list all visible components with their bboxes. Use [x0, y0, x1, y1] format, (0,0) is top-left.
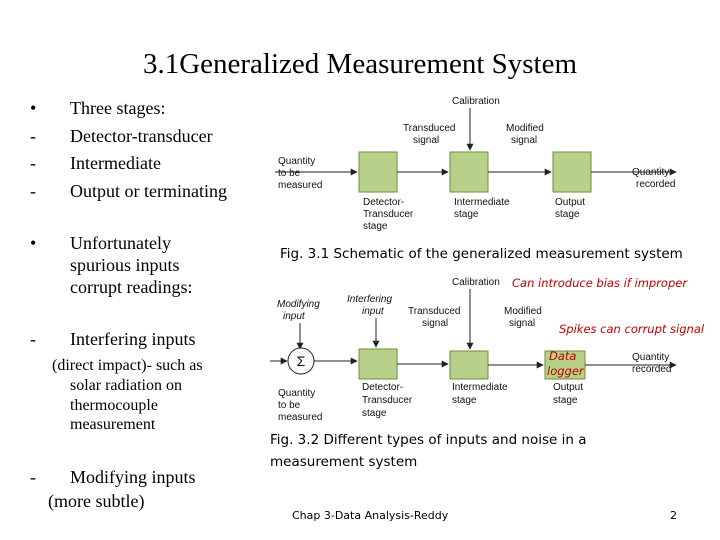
fig2-modified-label-1: Modified: [504, 306, 542, 317]
fig2-logger-annotation-1: Data: [549, 349, 576, 363]
fig1-detector-label-1: Detector-: [363, 197, 404, 208]
fig1-intermediate-label-2: stage: [454, 209, 479, 220]
figure-3-2: Calibration Can introduce bias if improp…: [270, 276, 705, 423]
fig1-modified-label-2: signal: [511, 135, 537, 146]
fig1-detector-box: [358, 151, 398, 193]
bullet-text: spurious inputs: [70, 255, 180, 275]
fig1-caption: Fig. 3.1 Schematic of the generalized me…: [280, 246, 683, 262]
bullet-text: Modifying inputs: [70, 467, 196, 487]
fig2-quantity-in-1: Quantity: [278, 388, 315, 399]
fig1-output-label-1: Output: [555, 197, 585, 208]
fig2-modified-label-2: signal: [509, 318, 535, 329]
fig2-detector-label-1: Detector-: [362, 382, 403, 393]
fig2-output-box: [544, 350, 586, 380]
bullet-marker: •: [30, 233, 37, 253]
modifying-detail: (more subtle): [48, 490, 144, 512]
bullet-marker: -: [30, 329, 36, 349]
fig1-intermediate-box: [449, 151, 489, 193]
bullet-text: Detector-transducer: [70, 126, 213, 146]
fig2-detector-label-3: stage: [362, 408, 387, 419]
fig2-interfering-label-2: input: [362, 306, 385, 317]
bullet-text: Interfering inputs: [70, 329, 196, 349]
fig1-output-label-2: stage: [555, 209, 580, 220]
fig2-detector-label-2: Transducer: [362, 395, 413, 406]
fig1-transduced-label-1: Transduced: [403, 123, 455, 134]
fig2-intermediate-box: [449, 350, 489, 380]
fig2-modifying-label-2: input: [283, 311, 306, 322]
fig2-interfering-label-1: Interfering: [347, 294, 392, 305]
fig2-caption-2: measurement system: [270, 454, 418, 470]
fig2-output-label-1: Output: [553, 382, 583, 393]
fig2-calibration-label: Calibration: [452, 277, 500, 288]
fig2-intermediate-label-1: Intermediate: [452, 382, 508, 393]
fig1-quantity-in-1: Quantity: [278, 156, 315, 167]
interfering-detail-1: (direct impact)- such as: [52, 357, 203, 374]
fig1-transduced-label-2: signal: [413, 135, 439, 146]
bullet-marker: -: [30, 153, 36, 173]
bullet-text: Unfortunately: [70, 233, 171, 253]
fig2-modifying-label-1: Modifying: [277, 299, 320, 310]
fig1-detector-label-2: Transducer: [363, 209, 414, 220]
fig2-quantity-in-2: to be: [278, 400, 301, 411]
interfering-detail-4: measurement: [70, 416, 156, 433]
fig1-quantity-in-2: to be: [278, 168, 301, 179]
fig2-logger-annotation-2: logger: [547, 364, 585, 378]
fig1-quantity-out-2: recorded: [636, 179, 675, 190]
fig2-quantity-out-1: Quantity: [632, 352, 669, 363]
bullet-marker: •: [30, 98, 37, 118]
fig2-bias-annotation: Can introduce bias if improper: [512, 276, 688, 290]
bullet-text: Three stages:: [70, 98, 166, 118]
fig2-detector-box: [358, 348, 398, 380]
fig1-intermediate-label-1: Intermediate: [454, 197, 510, 208]
fig2-spikes-annotation: Spikes can corrupt signal: [559, 322, 705, 336]
bullet-text: corrupt readings:: [70, 277, 193, 297]
fig1-output-box: [552, 151, 592, 193]
fig2-sigma-symbol: Σ: [297, 353, 306, 369]
fig1-quantity-out-1: Quantity: [632, 167, 669, 178]
interfering-detail-3: thermocouple: [70, 397, 158, 414]
bullet-text: Output or terminating: [70, 181, 227, 201]
fig1-quantity-in-3: measured: [278, 180, 322, 191]
bullet-marker: -: [30, 126, 36, 146]
footer-source: Chap 3-Data Analysis-Reddy: [292, 509, 449, 522]
bullet-marker: -: [30, 467, 36, 487]
modifying-detail-text: (more subtle): [48, 491, 145, 511]
figure-3-1: Calibration Transduced signal Modified s…: [275, 96, 677, 232]
fig2-output-label-2: stage: [553, 395, 578, 406]
interfering-detail-2: solar radiation on: [70, 377, 182, 394]
fig1-modified-label-1: Modified: [506, 123, 544, 134]
bullet-marker: -: [30, 181, 36, 201]
fig2-intermediate-label-2: stage: [452, 395, 477, 406]
fig2-transduced-label-2: signal: [422, 318, 448, 329]
fig2-quantity-out-2: recorded: [632, 364, 671, 375]
fig2-quantity-in-3: measured: [278, 412, 322, 423]
fig2-caption-1: Fig. 3.2 Different types of inputs and n…: [270, 432, 587, 448]
fig1-detector-label-3: stage: [363, 221, 388, 232]
footer-page-number: 2: [670, 509, 677, 522]
bullet-text: Intermediate: [70, 153, 161, 173]
slide-title: 3.1Generalized Measurement System: [142, 48, 578, 80]
fig1-calibration-label: Calibration: [452, 96, 500, 107]
fig2-transduced-label-1: Transduced: [408, 306, 460, 317]
